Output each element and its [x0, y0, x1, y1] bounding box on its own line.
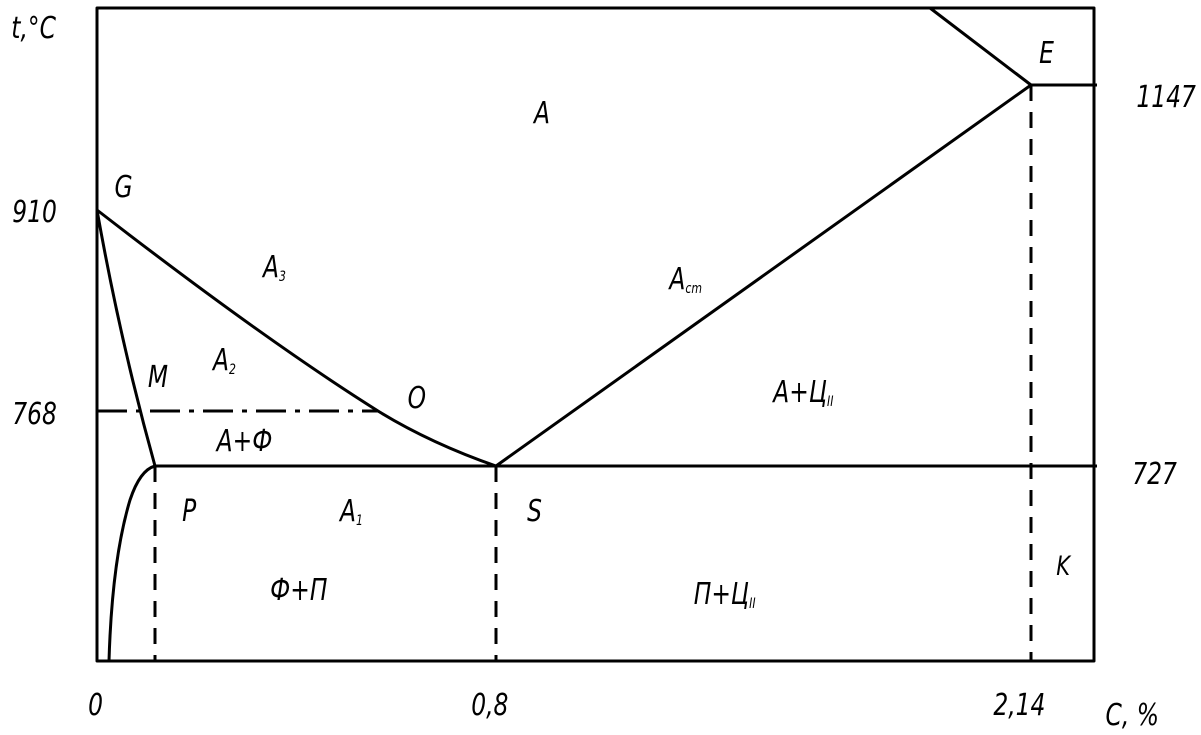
line-acm	[495, 83, 1032, 468]
label-a1: A1	[338, 494, 363, 529]
point-k: K	[1056, 550, 1072, 581]
y-axis-label: t,°C	[11, 11, 56, 46]
point-m: M	[148, 360, 168, 395]
region-a-plus-c-main: A+Ц	[772, 375, 828, 410]
line-gos	[96, 208, 497, 468]
liquidus-segment	[929, 6, 1032, 87]
label-a2: A2	[211, 343, 236, 378]
y-tick-768: 768	[12, 397, 57, 432]
line-gp	[95, 209, 157, 467]
label-a3-sub: 3	[279, 268, 286, 285]
region-a-plus-c-sub: II	[827, 393, 834, 410]
region-f-plus-p: Ф+П	[270, 573, 327, 608]
region-p-plus-c-main: П+Ц	[694, 577, 749, 612]
y-tick-910: 910	[12, 195, 57, 230]
y-tick-727: 727	[1132, 457, 1177, 492]
label-acm-main: A	[668, 262, 686, 297]
label-a3: A3	[261, 250, 286, 285]
x-tick-2-14: 2,14	[993, 688, 1045, 723]
point-o: O	[408, 381, 426, 416]
y-tick-1147: 1147	[1136, 80, 1196, 115]
point-p: P	[182, 494, 197, 529]
label-acm-sub: cm	[685, 280, 702, 297]
region-p-plus-c: П+ЦII	[694, 577, 756, 612]
label-a1-main: A	[338, 494, 356, 529]
label-a3-main: A	[261, 250, 279, 285]
region-a-plus-f: A+Ф	[215, 424, 272, 459]
label-a1-sub: 1	[356, 512, 363, 529]
x-tick-0: 0	[88, 688, 103, 723]
label-acm: Acm	[668, 262, 702, 297]
region-a-plus-c: A+ЦII	[772, 375, 834, 410]
line-pq	[107, 464, 156, 662]
label-a2-main: A	[211, 343, 229, 378]
region-austenite: A	[532, 96, 550, 131]
point-e: E	[1039, 36, 1054, 71]
label-a2-sub: 2	[229, 361, 236, 378]
point-s: S	[527, 494, 542, 529]
x-tick-0-8: 0,8	[471, 688, 508, 723]
region-p-plus-c-sub: II	[749, 595, 756, 612]
x-axis-label: C, %	[1106, 698, 1159, 733]
diagram-frame	[95, 6, 1096, 663]
point-g: G	[115, 170, 133, 205]
